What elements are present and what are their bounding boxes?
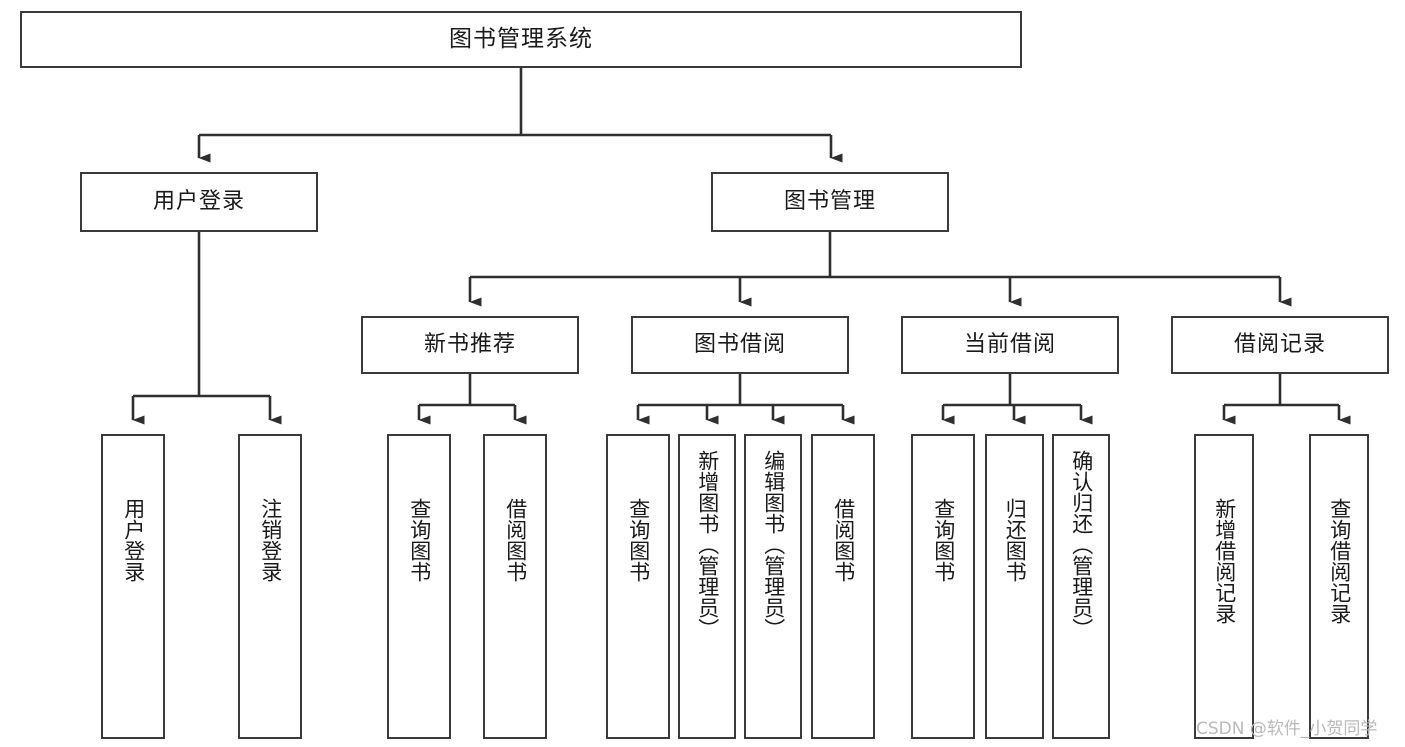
node-label: 注销登录 [258,498,283,582]
node-leaf-query-book-borrow[interactable]: 查询图书 [606,434,670,739]
node-label: 查询图书 [626,498,651,582]
node-leaf-query-book-recommend[interactable]: 查询图书 [387,434,451,739]
node-label: 查询图书 [407,498,432,582]
node-leaf-borrow-book-recommend[interactable]: 借阅图书 [483,434,547,739]
node-label: 借阅图书 [503,498,528,582]
node-leaf-borrow-book[interactable]: 借阅图书 [811,434,875,739]
watermark-text: CSDN @软件_小贺同学 [1196,719,1378,739]
node-leaf-edit-book-admin[interactable]: 编辑图书（管理员） [744,434,802,739]
node-leaf-query-borrow-record[interactable]: 查询借阅记录 [1309,434,1369,739]
node-label: 借阅记录 [1233,331,1326,357]
node-book-borrow[interactable]: 图书借阅 [631,316,849,374]
node-leaf-logout[interactable]: 注销登录 [238,434,302,739]
node-book-management[interactable]: 图书管理 [711,172,949,232]
node-label: 图书借阅 [693,331,786,357]
node-current-borrow[interactable]: 当前借阅 [901,316,1119,374]
node-label: 新增图书（管理员） [695,450,720,639]
node-label: 查询图书 [931,498,956,582]
node-label: 用户登录 [121,498,146,582]
node-leaf-user-login[interactable]: 用户登录 [101,434,165,739]
node-new-book-recommend[interactable]: 新书推荐 [361,316,579,374]
node-leaf-add-borrow-record[interactable]: 新增借阅记录 [1194,434,1254,739]
node-label: 编辑图书（管理员） [761,450,786,639]
node-label: 归还图书 [1003,498,1028,582]
node-label: 确认归还（管理员） [1069,450,1094,639]
node-label: 用户登录 [152,188,245,214]
node-leaf-add-book-admin[interactable]: 新增图书（管理员） [678,434,736,739]
node-label: 新增借阅记录 [1212,498,1237,624]
node-label: 新书推荐 [423,331,516,357]
node-root-system[interactable]: 图书管理系统 [20,11,1022,68]
node-label: 查询借阅记录 [1327,498,1352,624]
node-label: 图书管理系统 [449,25,593,52]
node-label: 借阅图书 [831,498,856,582]
node-leaf-return-book[interactable]: 归还图书 [985,434,1044,739]
node-label: 图书管理 [783,188,876,214]
node-borrow-record[interactable]: 借阅记录 [1171,316,1389,374]
node-leaf-query-book-current[interactable]: 查询图书 [911,434,975,739]
node-leaf-confirm-return-admin[interactable]: 确认归还（管理员） [1052,434,1110,739]
node-user-login[interactable]: 用户登录 [80,172,318,232]
node-label: 当前借阅 [963,331,1056,357]
